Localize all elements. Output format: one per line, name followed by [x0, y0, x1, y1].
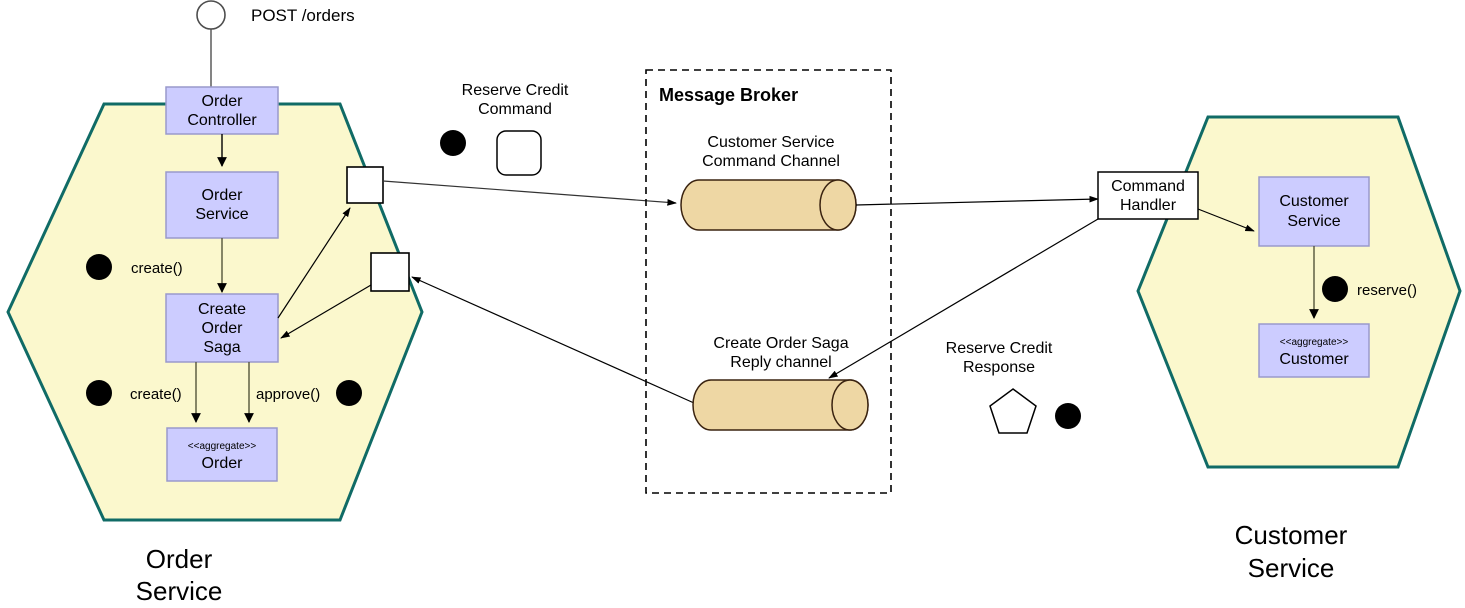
create-order-saga-label-line2: Order [202, 320, 244, 337]
step-badge-3 [440, 130, 466, 156]
message-broker-group: Message Broker Customer Service Command … [645, 69, 892, 494]
step-badge-1 [86, 254, 112, 280]
step-badge-5 [1055, 403, 1081, 429]
customer-aggregate-box-group[interactable]: <<aggregate>> Customer [1258, 323, 1370, 378]
order-aggregate-box[interactable] [166, 427, 278, 482]
step-badge-2 [86, 380, 112, 406]
edge-inbound-port-to-saga [280, 284, 372, 339]
create-order-saga-label-line3: Saga [203, 339, 240, 356]
step-badge-4 [1322, 276, 1348, 302]
create-order-saga-reply-channel-label-line1: Create Order Saga [713, 335, 848, 352]
customer-service-label-line1: Customer [1279, 193, 1349, 210]
step-badge-6 [336, 380, 362, 406]
reserve-credit-response-group: Reserve Credit Response 5 [946, 340, 1081, 434]
command-handler-label-line2: Handler [1120, 197, 1177, 214]
step-badge-4-number: 4 [1331, 282, 1339, 298]
order-service-box-group[interactable]: Order Service [165, 171, 279, 239]
step-badge-6-number: 6 [345, 386, 353, 402]
order-controller-label-line1: Order [202, 93, 244, 110]
command-handler-label-line1: Command [1111, 178, 1185, 195]
endpoint-circle-icon [196, 0, 226, 30]
customer-service-box-group[interactable]: Customer Service [1258, 176, 1370, 247]
entrypoint-label: POST /orders [251, 6, 355, 25]
edge-saga-to-order-approve-label: approve() [256, 386, 320, 403]
reserve-credit-command-group: Reserve Credit Command 3 [440, 82, 569, 176]
edge-service-to-saga-label: create() [131, 260, 183, 277]
message-rounded-rect-icon [496, 130, 542, 176]
order-service-label-line2: Service [195, 206, 248, 223]
customer-service-hexagon [1136, 115, 1462, 469]
order-aggregate-label: Order [202, 455, 244, 472]
step-badge-1-number: 1 [95, 260, 103, 276]
create-order-saga-box-group[interactable]: Create Order Saga [165, 293, 279, 363]
order-service-label-line1: Order [202, 187, 244, 204]
customer-service-hexagon-group [1136, 115, 1462, 469]
create-order-saga-box[interactable] [165, 293, 279, 363]
edge-command-channel-to-handler [855, 195, 1099, 206]
create-order-saga-reply-channel-cylinder[interactable] [692, 379, 869, 431]
order-controller-label-line2: Controller [187, 112, 257, 129]
create-order-saga-label-line1: Create [198, 301, 246, 318]
command-handler-box[interactable] [1097, 171, 1199, 220]
step-badge-3-number: 3 [449, 136, 457, 152]
order-service-outbound-port[interactable] [346, 166, 384, 204]
message-pentagon-icon [989, 388, 1037, 434]
order-service-box[interactable] [165, 171, 279, 239]
edge-saga-to-order-create-label: create() [130, 386, 182, 403]
edge-outbound-port-to-command-channel [382, 180, 677, 206]
order-aggregate-box-group[interactable]: <<aggregate>> Order [166, 427, 278, 482]
edge-handler-to-customer-service [1197, 208, 1255, 232]
order-service-inbound-port[interactable] [370, 252, 410, 292]
customer-service-box[interactable] [1258, 176, 1370, 247]
reserve-credit-response-label-line2: Response [963, 359, 1035, 376]
step-badge-2-number: 2 [95, 386, 103, 402]
command-handler-box-group[interactable]: Command Handler [1097, 171, 1199, 220]
reserve-credit-command-label-line1: Reserve Credit [462, 82, 569, 99]
edge-reply-channel-to-inbound-port [411, 276, 695, 404]
order-aggregate-stereotype: <<aggregate>> [188, 441, 257, 452]
order-controller-box-group[interactable]: Order Controller [165, 86, 279, 135]
edge-customer-service-to-aggregate-label: reserve() [1357, 282, 1417, 299]
customer-service-label-line2: Service [1287, 213, 1340, 230]
customer-service-hexagon-label-line1: Customer [1235, 520, 1348, 550]
customer-service-hexagon-label-line2: Service [1248, 553, 1335, 583]
customer-service-command-channel-label-line1: Customer Service [707, 134, 834, 151]
customer-aggregate-box[interactable] [1258, 323, 1370, 378]
channel-end-cap [831, 379, 869, 431]
edge-saga-to-outbound-port [277, 207, 351, 319]
customer-aggregate-stereotype: <<aggregate>> [1280, 337, 1349, 348]
order-service-hexagon-label-line2: Service [136, 576, 223, 606]
entrypoint-group: POST /orders [196, 0, 355, 92]
order-service-hexagon-label-line1: Order [146, 544, 213, 574]
customer-service-command-channel-label-line2: Command Channel [702, 153, 840, 170]
customer-aggregate-label: Customer [1279, 351, 1349, 368]
edge-handler-to-reply-channel [828, 218, 1099, 379]
create-order-saga-reply-channel-label-line2: Reply channel [730, 354, 831, 371]
step-badge-5-number: 5 [1064, 409, 1072, 425]
channel-end-cap [819, 179, 857, 231]
message-broker-boundary [645, 69, 892, 494]
order-controller-box[interactable] [165, 86, 279, 135]
reserve-credit-command-label-line2: Command [478, 101, 552, 118]
customer-service-command-channel-cylinder[interactable] [680, 179, 857, 231]
message-broker-title: Message Broker [659, 85, 798, 105]
reserve-credit-response-label-line1: Reserve Credit [946, 340, 1053, 357]
